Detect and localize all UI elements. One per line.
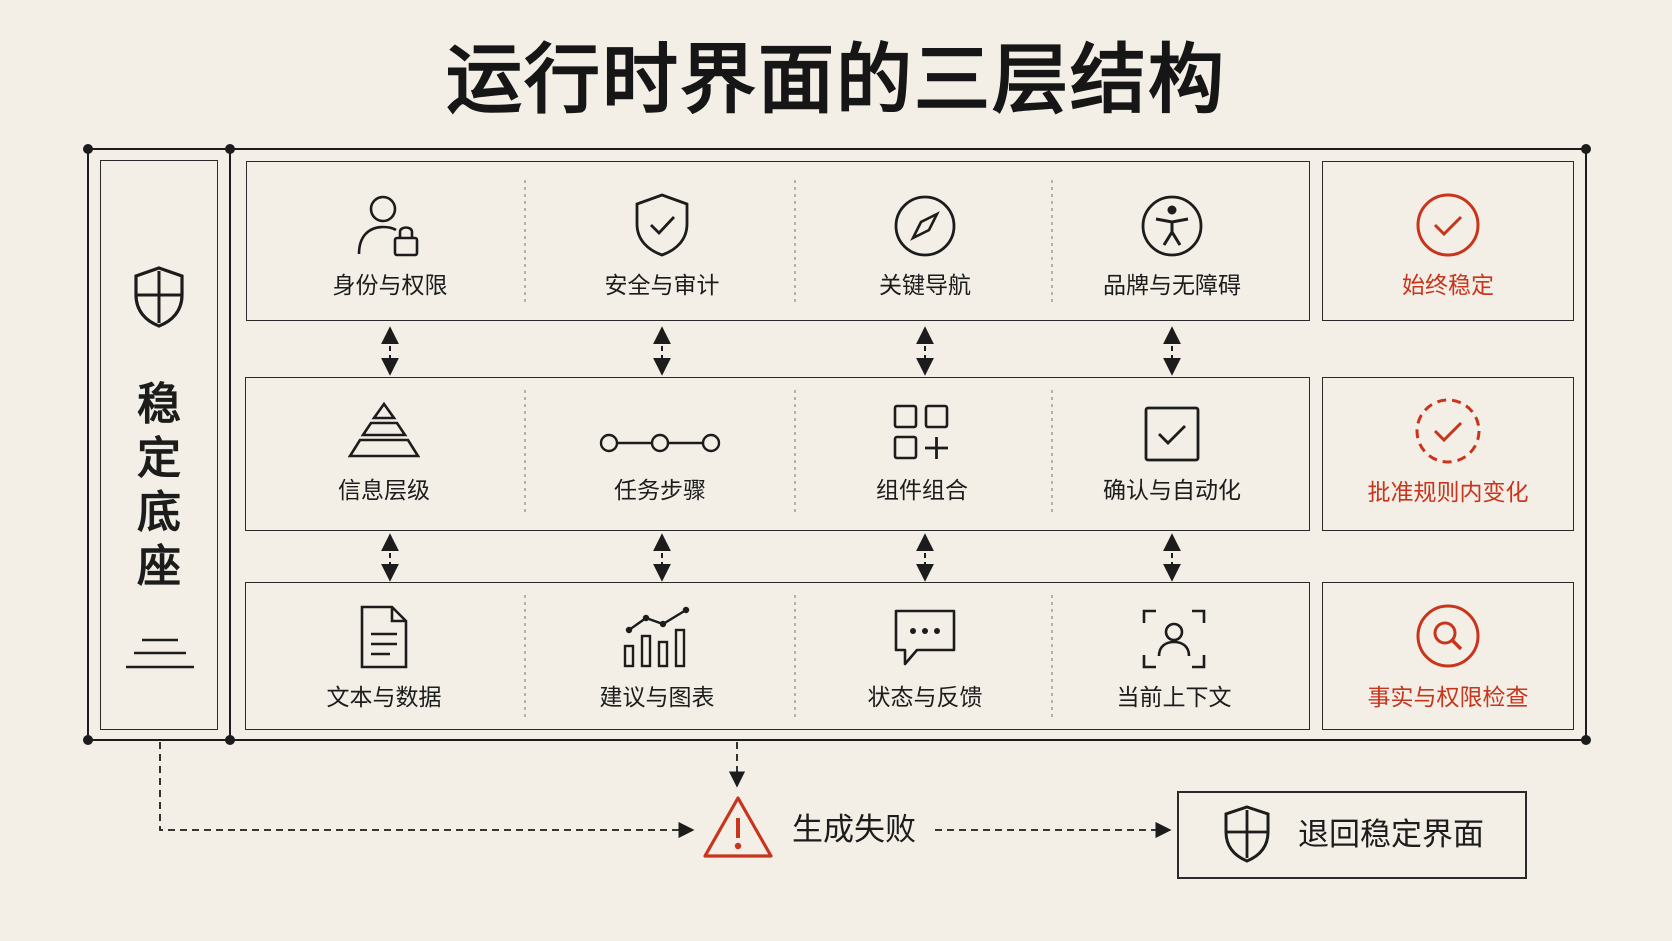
layer1-item-identity: 身份与权限 <box>290 180 490 300</box>
compass-icon <box>894 195 956 257</box>
pyramid-icon <box>347 401 421 458</box>
grid-plus-icon <box>893 404 949 460</box>
layer3-item-label: 状态与反馈 <box>867 685 983 711</box>
stable-base-char: 定 <box>137 433 181 484</box>
layer-box-generated <box>245 582 1310 730</box>
side-box-stable <box>1322 161 1574 321</box>
stable-base-char: 稳 <box>137 379 181 430</box>
chat-bubble-icon <box>894 609 956 666</box>
layer-box-stable <box>246 161 1310 321</box>
layer1-item-label: 品牌与无障碍 <box>1103 273 1241 299</box>
layer3-item-status: 状态与反馈 <box>825 590 1025 712</box>
warning-icon <box>703 796 773 858</box>
shield-check-icon <box>635 193 689 257</box>
stable-base-char: 底 <box>137 487 181 538</box>
stable-base-char: 座 <box>137 541 181 592</box>
steps-icon <box>599 433 721 453</box>
diagram-title: 运行时界面的三层结构 <box>446 35 1226 124</box>
layer2-item-label: 信息层级 <box>338 478 430 504</box>
side-generated: 事实与权限检查 <box>1348 590 1548 712</box>
fallback-label: 退回稳定界面 <box>1298 817 1484 853</box>
layer1-item-security: 安全与审计 <box>562 180 762 300</box>
layer2-item-label: 确认与自动化 <box>1103 478 1241 504</box>
layer3-item-suggestions: 建议与图表 <box>557 590 757 712</box>
user-lock-icon <box>357 195 419 257</box>
layer2-item-label: 任务步骤 <box>614 478 706 504</box>
focus-user-icon <box>1142 609 1206 669</box>
layer1-item-navigation: 关键导航 <box>825 180 1025 300</box>
accessibility-icon <box>1141 195 1203 257</box>
side-stable: 始终稳定 <box>1348 180 1548 300</box>
document-icon <box>360 605 408 669</box>
layer3-item-context: 当前上下文 <box>1074 590 1274 712</box>
search-circle-icon <box>1416 604 1480 668</box>
fallback-box <box>1177 791 1527 879</box>
layer2-item-steps: 任务步骤 <box>560 385 760 505</box>
checkbox-icon <box>1144 406 1200 462</box>
layer3-item-label: 当前上下文 <box>1116 685 1232 711</box>
bar-line-chart-icon <box>623 606 690 668</box>
layer3-item-text-data: 文本与数据 <box>284 590 484 712</box>
stable-base-label: 稳 定 底 座 <box>129 378 189 594</box>
layer1-item-label: 安全与审计 <box>604 273 720 299</box>
layer1-item-label: 身份与权限 <box>332 273 448 299</box>
side-box-adaptive <box>1322 377 1574 531</box>
failure-label: 生成失败 <box>792 812 916 848</box>
side-adaptive-label: 批准规则内变化 <box>1367 480 1529 506</box>
layer1-item-brand: 品牌与无障碍 <box>1072 180 1272 300</box>
layer2-item-components: 组件组合 <box>822 385 1022 505</box>
stacked-lines-icon <box>126 638 194 669</box>
stable-base-panel <box>100 160 218 730</box>
layer-box-adaptive <box>245 377 1310 531</box>
layer1-item-label: 关键导航 <box>879 273 971 299</box>
layer2-item-confirm: 确认与自动化 <box>1072 385 1272 505</box>
layer2-item-hierarchy: 信息层级 <box>284 385 484 505</box>
check-circle-icon <box>1416 193 1480 257</box>
side-generated-label: 事实与权限检查 <box>1367 685 1529 711</box>
layer3-item-label: 建议与图表 <box>599 685 715 711</box>
dashed-check-circle-icon <box>1415 398 1481 464</box>
side-box-generated <box>1322 582 1574 730</box>
shield-icon <box>134 266 184 328</box>
side-adaptive: 批准规则内变化 <box>1348 385 1548 507</box>
layer3-item-label: 文本与数据 <box>326 685 442 711</box>
side-stable-label: 始终稳定 <box>1402 273 1494 299</box>
shield-icon <box>1224 805 1270 863</box>
layer2-item-label: 组件组合 <box>876 478 968 504</box>
